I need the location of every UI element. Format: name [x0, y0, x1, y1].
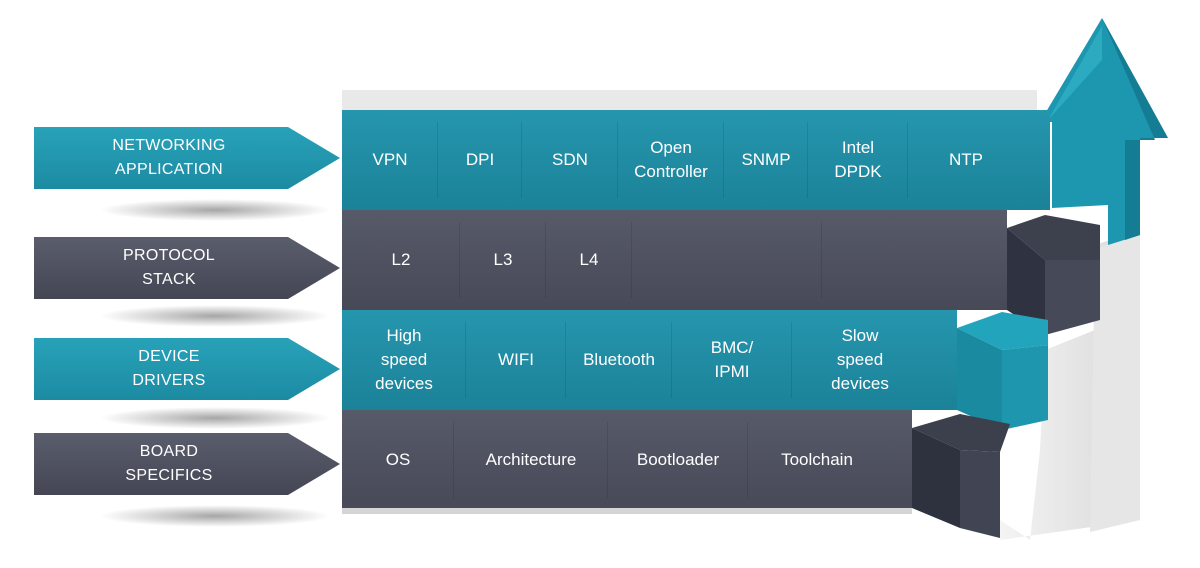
layer-label-board: BOARD SPECIFICS	[125, 443, 213, 484]
band-bg-networking	[342, 110, 1050, 210]
item-slow-speed-devices: Slow speed devices	[831, 326, 889, 393]
band-bg-protocol	[342, 210, 1007, 310]
item-dpi: DPI	[438, 110, 522, 210]
up-arrow-icon	[1040, 18, 1168, 245]
arrow-shape-board	[34, 433, 340, 495]
item-wifi: WIFI	[466, 310, 566, 410]
item-intel-dpdk: Intel DPDK	[808, 110, 908, 210]
item-architecture: Architecture	[454, 410, 608, 510]
item-high-speed-devices: High speed devices	[342, 310, 466, 410]
band-empty-cell	[632, 210, 822, 310]
item-sdn: SDN	[522, 110, 618, 210]
band-bg-drivers	[342, 310, 957, 410]
layer-label-protocol: PROTOCOL STACK	[123, 247, 215, 288]
item-snmp: SNMP	[724, 110, 808, 210]
band-networking: VPN DPI SDN Open Controller SNMP Intel D…	[342, 110, 1024, 210]
band-empty-cell	[822, 210, 1002, 310]
item-os: OS	[342, 410, 454, 510]
item-bmc-ipmi: BMC/ IPMI	[672, 310, 792, 410]
item-vpn: VPN	[342, 110, 438, 210]
item-l4: L4	[546, 210, 632, 310]
band-bg-board	[342, 410, 912, 510]
band-board: OS Architecture Bootloader Toolchain	[342, 410, 886, 510]
step-cube-drivers	[957, 312, 1048, 350]
item-l3: L3	[460, 210, 546, 310]
arrow-shape-networking	[34, 127, 340, 189]
arrow-shape-protocol	[34, 237, 340, 299]
layer-label-drivers: DEVICE DRIVERS	[132, 348, 206, 389]
item-bluetooth: Bluetooth	[566, 310, 672, 410]
item-open-controller: Open Controller	[618, 110, 724, 210]
item-ntp: NTP	[949, 150, 983, 169]
item-l2: L2	[342, 210, 460, 310]
band-protocol: L2 L3 L4	[342, 210, 1002, 310]
item-bootloader: Bootloader	[608, 410, 748, 510]
step-cube-protocol	[1007, 215, 1100, 260]
arrow-shape-drivers	[34, 338, 340, 400]
layer-label-networking: NETWORKING APPLICATION	[112, 137, 226, 178]
band-drivers: High speed devices WIFI Bluetooth BMC/ I…	[342, 310, 928, 410]
item-toolchain: Toolchain	[781, 450, 853, 469]
step-cube-board	[912, 414, 1010, 452]
